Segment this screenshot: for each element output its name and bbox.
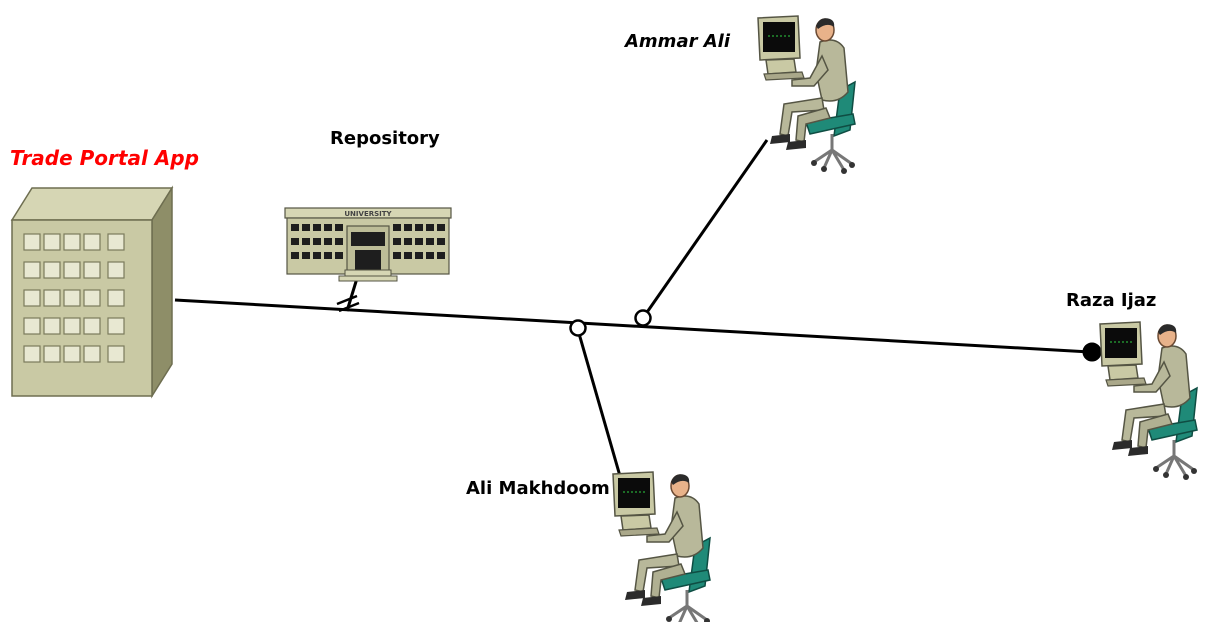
office-building-icon[interactable] (10, 185, 174, 399)
repository-tap-icon (336, 294, 360, 313)
ammar-ali-label: Ammar Ali (625, 31, 731, 52)
ammar-ali-workstation-icon[interactable] (756, 14, 857, 176)
raza-ijaz-terminator-icon[interactable] (1082, 342, 1102, 362)
backbone-line (174, 298, 1091, 354)
ali-makhdoom-junction-icon[interactable] (569, 319, 587, 337)
ali-makhdoom-link (576, 329, 626, 491)
building-sign: UNIVERSITY (344, 210, 392, 218)
ali-makhdoom-workstation-icon[interactable] (611, 470, 712, 622)
raza-ijaz-label: Raza Ijaz (1066, 290, 1157, 311)
ali-makhdoom-label: Ali Makhdoom (466, 478, 610, 499)
ammar-ali-junction-icon[interactable] (634, 309, 652, 327)
connection-lines (174, 139, 1091, 491)
university-building-icon[interactable]: UNIVERSITY (284, 207, 452, 282)
trade-portal-app-label: Trade Portal App (10, 146, 199, 170)
ammar-ali-link (641, 139, 769, 319)
raza-ijaz-workstation-icon[interactable] (1098, 320, 1199, 482)
repository-label: Repository (330, 128, 440, 149)
